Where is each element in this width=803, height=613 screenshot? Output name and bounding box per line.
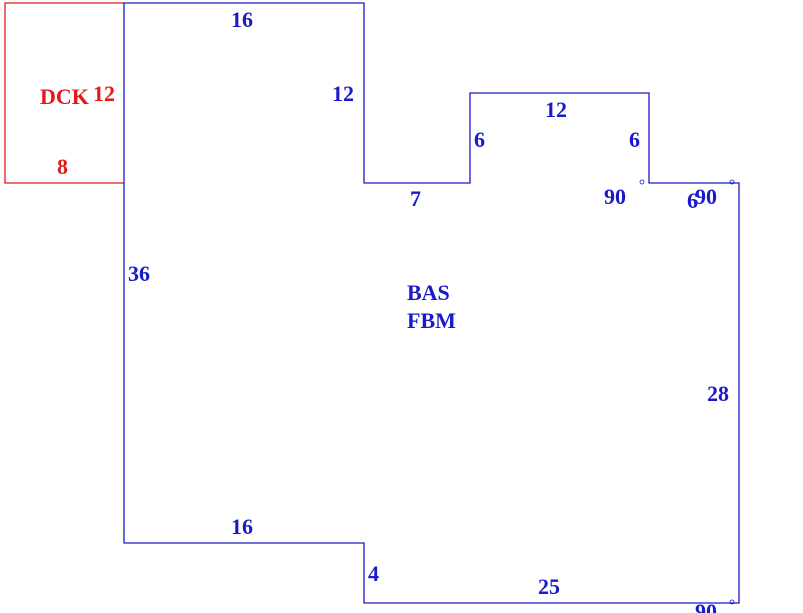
dim-bottom: 25 — [538, 574, 560, 599]
deck-dim-side: 12 — [93, 81, 115, 106]
dim-angle-b: 90 — [695, 184, 717, 209]
dim-right-side: 28 — [707, 381, 729, 406]
deck-outline — [4, 2, 124, 184]
dim-bump-right: 6 — [629, 127, 640, 152]
main-outline — [123, 2, 740, 604]
area-label-bas: BAS — [407, 280, 450, 305]
dim-upper-right-drop: 12 — [332, 81, 354, 106]
vertex-marker — [729, 179, 735, 185]
vertex-marker — [729, 599, 735, 605]
dim-angle-c: 90 — [695, 599, 717, 613]
vertex-marker — [639, 179, 645, 185]
dim-bump-top: 12 — [545, 97, 567, 122]
dim-step: 6 — [687, 188, 698, 213]
dim-top: 16 — [231, 7, 253, 32]
dim-bump-left: 6 — [474, 127, 485, 152]
dim-left-side: 36 — [128, 261, 150, 286]
deck-dim-bottom: 8 — [57, 154, 68, 179]
dim-bottom-step: 4 — [368, 561, 379, 586]
dim-ledge: 7 — [410, 186, 421, 211]
dim-angle-a: 90 — [604, 184, 626, 209]
deck-label: DCK — [40, 84, 89, 109]
dim-bottom-left: 16 — [231, 514, 253, 539]
area-label-fbm: FBM — [407, 308, 456, 333]
